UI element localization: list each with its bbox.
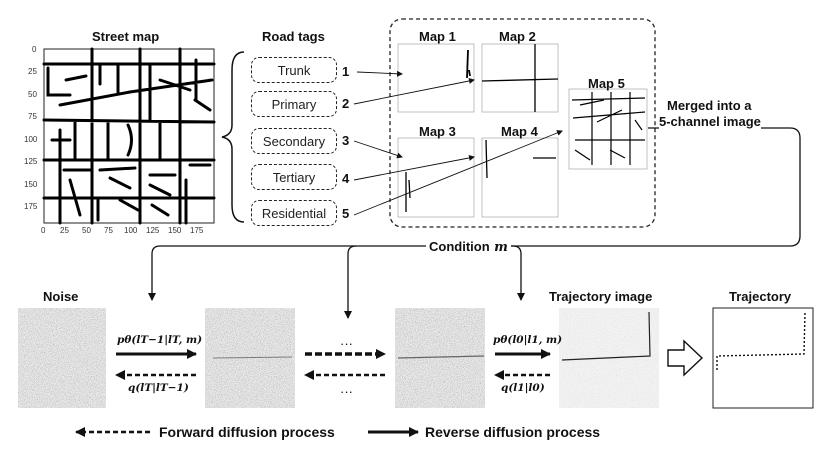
reverse-step-first: pθ(lT−1|lT, m)	[117, 334, 203, 346]
trajectory-title: Trajectory	[729, 289, 792, 304]
tag-primary: Primary	[251, 91, 337, 117]
tag-tertiary: Tertiary	[251, 164, 337, 190]
y-tick: 125	[24, 157, 38, 166]
map-1-plot	[397, 43, 475, 113]
condition-arrow-left	[148, 245, 428, 301]
x-tick: 75	[104, 226, 113, 235]
trajectory-plot	[712, 307, 814, 409]
map-3-plot	[397, 137, 475, 218]
noise-title: Noise	[43, 289, 79, 304]
trajectory-image-title: Trajectory image	[549, 289, 653, 304]
x-tick: 150	[168, 226, 182, 235]
condition-label: Condition m	[426, 238, 511, 256]
map-1-title: Map 1	[419, 29, 456, 44]
forward-step-last: q(l1|l0)	[501, 382, 545, 394]
y-tick: 75	[28, 112, 37, 121]
street-map-title: Street map	[92, 29, 160, 44]
map-2-title: Map 2	[499, 29, 536, 44]
x-tick: 0	[41, 226, 46, 235]
map-5-title: Map 5	[588, 76, 625, 91]
road-tags-title: Road tags	[262, 29, 325, 44]
y-tick: 25	[28, 67, 37, 76]
x-tick: 125	[146, 226, 160, 235]
tag-number-2: 2	[342, 96, 350, 111]
map-5-plot	[568, 88, 648, 170]
y-tick: 100	[24, 135, 38, 144]
y-tick: 175	[24, 202, 38, 211]
tag-number-5: 5	[342, 206, 350, 221]
merged-label-line1: Merged into a	[667, 98, 752, 113]
brace	[221, 51, 245, 223]
merged-connector	[500, 127, 801, 247]
diffusion-arrows	[115, 349, 551, 380]
ellipsis-bottom: ···	[340, 384, 353, 399]
maps-group-box	[389, 18, 656, 228]
tag-number-4: 4	[342, 171, 350, 186]
reverse-step-last: pθ(l0|l1, m)	[493, 334, 563, 346]
tag-number-1: 1	[342, 64, 350, 79]
tag-number-3: 3	[342, 133, 350, 148]
legend-forward-label: Forward diffusion process	[159, 424, 335, 440]
x-tick: 100	[124, 226, 138, 235]
street-map	[42, 47, 216, 225]
x-tick: 50	[82, 226, 91, 235]
condition-symbol: m	[494, 240, 508, 255]
tag-trunk: Trunk	[251, 57, 337, 83]
conversion-arrow	[667, 339, 704, 377]
noise-image	[18, 308, 106, 408]
condition-text: Condition	[429, 239, 490, 254]
tag-residential: Residential	[251, 200, 337, 226]
y-tick: 150	[24, 180, 38, 189]
map-4-title: Map 4	[501, 124, 538, 139]
map-3-title: Map 3	[419, 124, 456, 139]
tag-secondary: Secondary	[251, 128, 337, 154]
map-4-plot	[481, 137, 559, 218]
map-2-plot	[481, 43, 559, 113]
condition-arrow-right	[500, 245, 525, 301]
y-tick: 50	[28, 90, 37, 99]
y-tick: 0	[32, 45, 37, 54]
merged-label-line2: 5-channel image	[659, 114, 761, 129]
x-tick: 175	[190, 226, 204, 235]
condition-arrow-middle	[344, 245, 357, 319]
legend-reverse-label: Reverse diffusion process	[425, 424, 601, 440]
ellipsis-top: ···	[340, 336, 353, 351]
tag-to-map-arrows	[353, 70, 563, 216]
forward-step-first: q(lT|lT−1)	[128, 382, 189, 394]
x-tick: 25	[60, 226, 69, 235]
